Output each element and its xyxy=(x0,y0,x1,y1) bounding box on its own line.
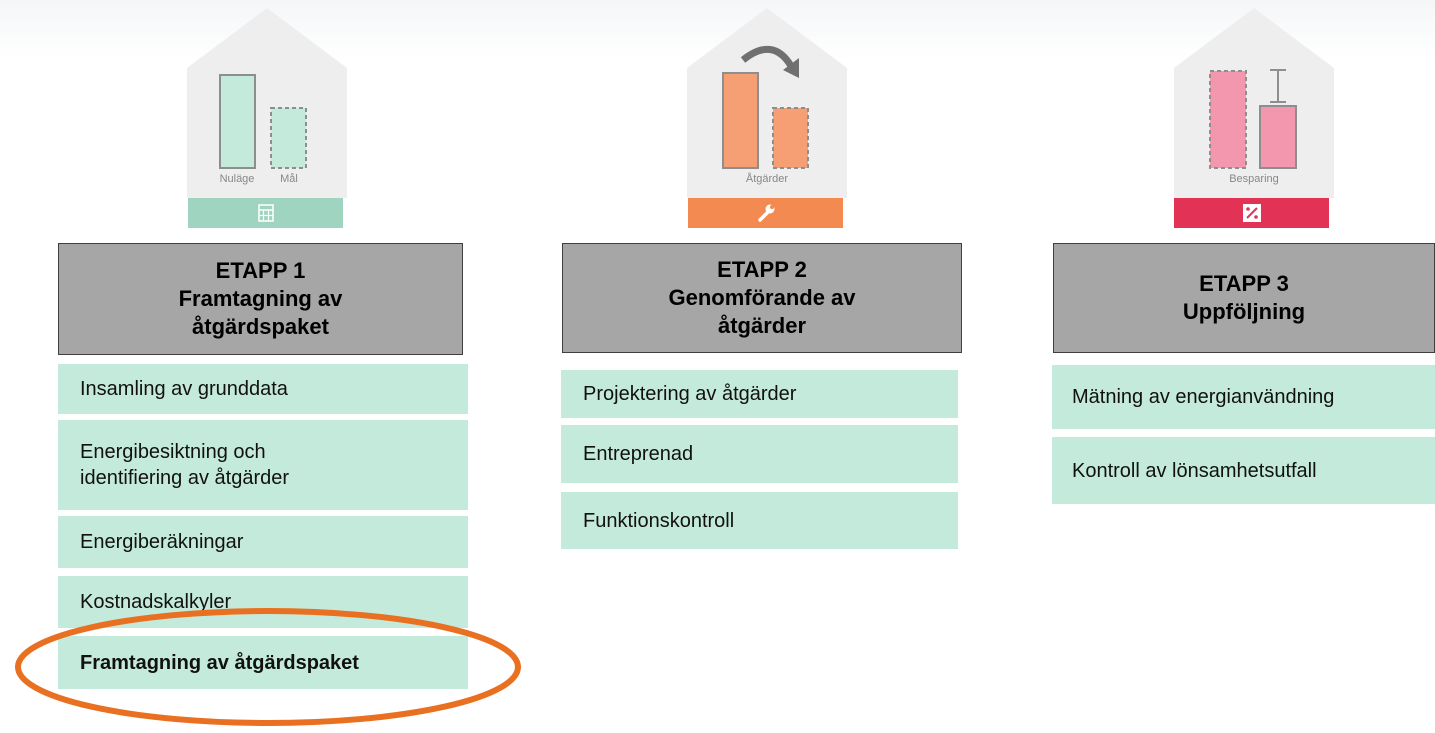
percent-icon xyxy=(1242,204,1261,222)
house-icon-stage-2: Åtgärder xyxy=(687,8,847,198)
step-kontroll: Kontroll av lönsamhetsutfall xyxy=(1052,437,1435,504)
label-atgarder: Åtgärder xyxy=(746,172,789,185)
step-matning: Mätning av energianvändning xyxy=(1052,365,1435,429)
etapp-2-header: ETAPP 2 Genomförande av åtgärder xyxy=(562,243,962,353)
label-besparing: Besparing xyxy=(1229,173,1279,185)
wrench-icon xyxy=(757,204,774,222)
stage-2-icon-bar xyxy=(688,198,843,228)
step-entreprenad: Entreprenad xyxy=(561,425,958,483)
step-energibesiktning: Energibesiktning och identifiering av åt… xyxy=(58,420,468,510)
step-funktionskontroll: Funktionskontroll xyxy=(561,492,958,549)
etapp-1-title-line1: Framtagning av xyxy=(178,286,343,311)
step-framtagning: Framtagning av åtgärdspaket xyxy=(58,636,468,689)
step-insamling: Insamling av grunddata xyxy=(58,364,468,414)
calculator-icon xyxy=(257,204,274,222)
stage-1-icon-bar xyxy=(188,198,343,228)
highlight-ellipse xyxy=(15,608,521,726)
step-projektering: Projektering av åtgärder xyxy=(561,370,958,418)
etapp-3-number: ETAPP 3 xyxy=(1199,271,1289,296)
etapp-3-header: ETAPP 3 Uppföljning xyxy=(1053,243,1435,353)
label-mal: Mål xyxy=(280,173,298,185)
etapp-1-header: ETAPP 1 Framtagning av åtgärdspaket xyxy=(58,243,463,355)
stage-3-icon-bar xyxy=(1174,198,1329,228)
arrow-curve xyxy=(740,45,795,68)
house-icon-stage-3: Besparing xyxy=(1174,8,1334,198)
etapp-2-title-line2: åtgärder xyxy=(717,313,807,338)
etapp-1-title-line2: åtgärdspaket xyxy=(192,314,329,339)
etapp-3-title: Uppföljning xyxy=(1182,299,1306,324)
house-icon-stage-1: Nuläge Mål xyxy=(187,8,347,198)
etapp-2-number: ETAPP 2 xyxy=(717,257,807,282)
etapp-1-number: ETAPP 1 xyxy=(215,258,306,283)
label-nulage: Nuläge xyxy=(220,173,255,185)
etapp-2-title-line1: Genomförande av xyxy=(668,285,856,310)
step-energiberakningar: Energiberäkningar xyxy=(58,516,468,568)
